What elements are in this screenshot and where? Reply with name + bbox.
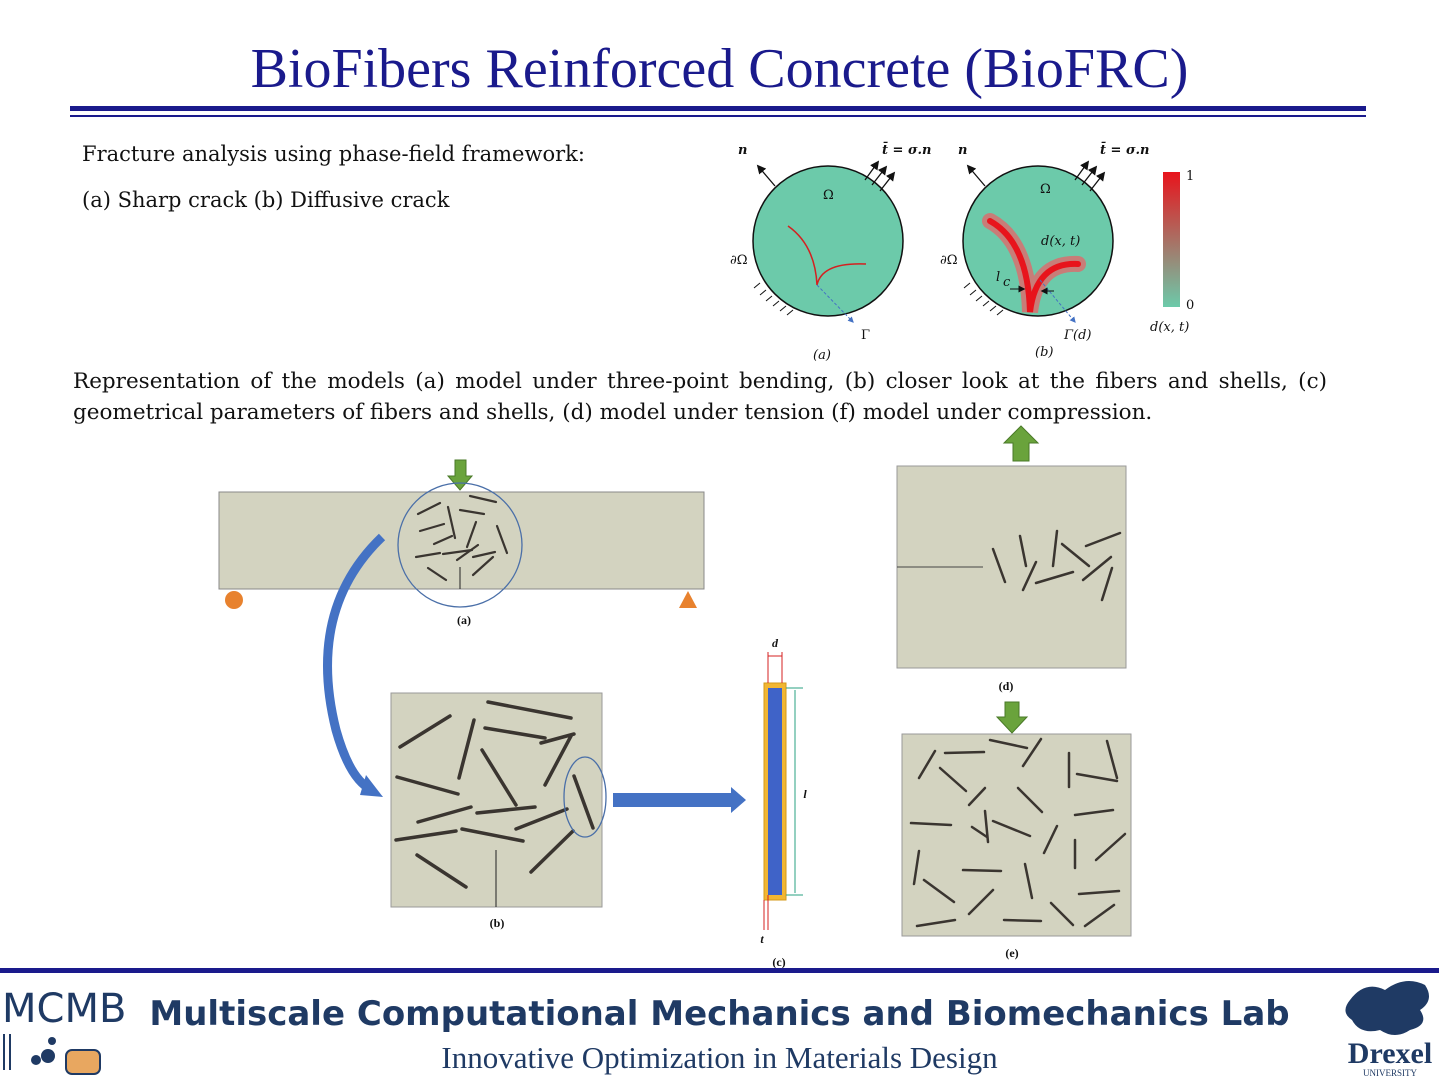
- phase-field-label: d(x, t): [1041, 234, 1080, 249]
- boundary-label-b: ∂Ω: [940, 253, 958, 268]
- flow-arrow-curve: [323, 533, 386, 795]
- crack-label-a: Γ: [861, 328, 870, 343]
- footer-rule: [0, 968, 1439, 973]
- dim-t: t: [760, 932, 764, 946]
- sharp-crack-diagram: n t̄ = σ.n Ω ∂Ω Γ (a): [730, 141, 932, 363]
- flow-arrow-straight: [613, 787, 746, 813]
- tension-model: (d): [896, 425, 1127, 693]
- caption-pf-b: (b): [1035, 345, 1053, 360]
- traction-label-b: t̄ = σ.n: [1100, 141, 1150, 158]
- title-rule: [70, 106, 1366, 111]
- title-rule-thin: [70, 115, 1366, 117]
- caption-model-c: (c): [772, 955, 785, 969]
- caption-model-d: (d): [999, 679, 1014, 693]
- caption-pf-a: (a): [813, 348, 831, 363]
- boundary-label-a: ∂Ω: [730, 253, 748, 268]
- colorbar: 1 0 d(x, t): [1150, 169, 1194, 335]
- caption-model-b: (b): [490, 916, 505, 930]
- colorbar-min: 0: [1186, 298, 1194, 313]
- normal-label-a: n: [738, 143, 747, 158]
- compression-model: (e): [901, 701, 1132, 960]
- colorbar-label: d(x, t): [1150, 320, 1189, 335]
- normal-label-b: n: [958, 143, 967, 158]
- dim-d: d: [772, 636, 779, 650]
- diffuse-crack-diagram: n t̄ = σ.n Ω ∂Ω d(x, t) l c Γ(d) (b): [940, 141, 1150, 360]
- caption-model-a: (a): [457, 613, 471, 627]
- caption-model-e: (e): [1005, 946, 1018, 960]
- intro-line-1: Fracture analysis using phase-field fram…: [82, 142, 585, 166]
- domain-label-b: Ω: [1040, 182, 1051, 197]
- colorbar-max: 1: [1186, 169, 1194, 184]
- length-scale-sub: c: [1003, 275, 1011, 290]
- closeup-model: (b): [390, 692, 607, 930]
- crack-label-b: Γ(d): [1063, 328, 1092, 343]
- lab-name: Multiscale Computational Mechanics and B…: [149, 994, 1290, 1034]
- domain-label-a: Ω: [823, 188, 834, 203]
- traction-label-a: t̄ = σ.n: [882, 141, 932, 158]
- dim-l: l: [803, 787, 807, 801]
- length-scale-label: l: [996, 270, 1000, 285]
- lab-tagline: Innovative Optimization in Materials Des…: [441, 1040, 998, 1075]
- intro-line-2: (a) Sharp crack (b) Diffusive crack: [82, 188, 450, 212]
- fiber-geometry: d l t (c): [760, 636, 807, 969]
- beam-model: (a): [218, 459, 705, 627]
- figure-description: Representation of the models (a) model u…: [73, 369, 1327, 425]
- slide-title: BioFibers Reinforced Concrete (BioFRC): [250, 38, 1189, 100]
